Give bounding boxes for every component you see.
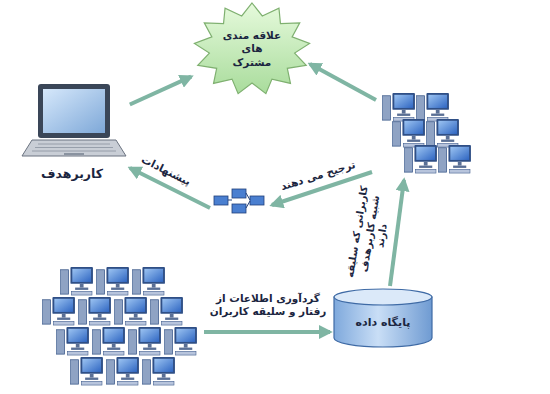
database-cylinder: پایگاه داده bbox=[333, 288, 433, 348]
keyboard-row bbox=[35, 147, 113, 148]
node-text-box: پایگاه داده bbox=[341, 316, 425, 330]
computer-icon bbox=[404, 145, 437, 173]
computer-icon bbox=[132, 267, 165, 295]
computer-icon bbox=[382, 93, 415, 121]
computer-icon bbox=[142, 357, 175, 385]
all-users-computers bbox=[42, 267, 197, 385]
arrow-caption: گردآوری اطلاعات از رفتار و سلیقه کاربران bbox=[206, 292, 330, 318]
arrow-caption: کاربرانی که سلیقه شبیه کاربرهدف دارند bbox=[344, 183, 396, 284]
target-user-laptop: کاربرهدف bbox=[16, 80, 128, 182]
recommender-network-icon bbox=[214, 189, 264, 213]
laptop-outline bbox=[16, 80, 128, 164]
cylinder-top bbox=[334, 289, 432, 305]
network-box bbox=[232, 189, 246, 198]
computer-icon bbox=[426, 119, 459, 147]
node-label: پایگاه داده bbox=[341, 316, 425, 330]
node-label: علاقه مندی های مشترک bbox=[221, 29, 283, 68]
computer-icon bbox=[96, 267, 129, 295]
flow-connector bbox=[130, 77, 191, 105]
node-text-box: کاربرهدف bbox=[16, 166, 128, 182]
laptop-screen bbox=[43, 89, 105, 133]
flow-arrow bbox=[204, 330, 330, 334]
computer-icon bbox=[60, 267, 93, 295]
shared-interests-star: علاقه مندی های مشترک bbox=[193, 2, 311, 96]
laptop-base bbox=[22, 140, 126, 156]
computer-icon bbox=[150, 297, 183, 325]
computer-icon bbox=[42, 297, 75, 325]
laptop-icon bbox=[22, 84, 126, 156]
computer-icon bbox=[164, 327, 197, 355]
node-label: کاربرهدف bbox=[16, 166, 128, 182]
network-link bbox=[228, 193, 250, 208]
laptop-frame bbox=[38, 84, 110, 138]
computer-icon bbox=[56, 327, 89, 355]
computer-icon bbox=[106, 357, 139, 385]
touchpad bbox=[64, 153, 84, 155]
keyboard-row bbox=[32, 151, 116, 152]
flow-arrow bbox=[390, 180, 404, 286]
node-text-box: علاقه مندی های مشترک bbox=[221, 29, 283, 68]
computer-icon bbox=[78, 297, 111, 325]
computer-icon bbox=[128, 327, 161, 355]
computer-icon bbox=[92, 327, 125, 355]
star-burst bbox=[194, 3, 309, 94]
computer-icon bbox=[392, 119, 425, 147]
computer-icon bbox=[114, 297, 147, 325]
keyboard-row bbox=[38, 144, 110, 145]
computer-icon bbox=[438, 145, 471, 173]
network-box bbox=[214, 196, 228, 205]
network-box bbox=[250, 196, 264, 205]
flow-arrow bbox=[310, 64, 376, 100]
computer-icon bbox=[70, 357, 103, 385]
computer-icon bbox=[416, 93, 449, 121]
similar-users-computers bbox=[382, 93, 471, 173]
network-box bbox=[232, 204, 246, 213]
